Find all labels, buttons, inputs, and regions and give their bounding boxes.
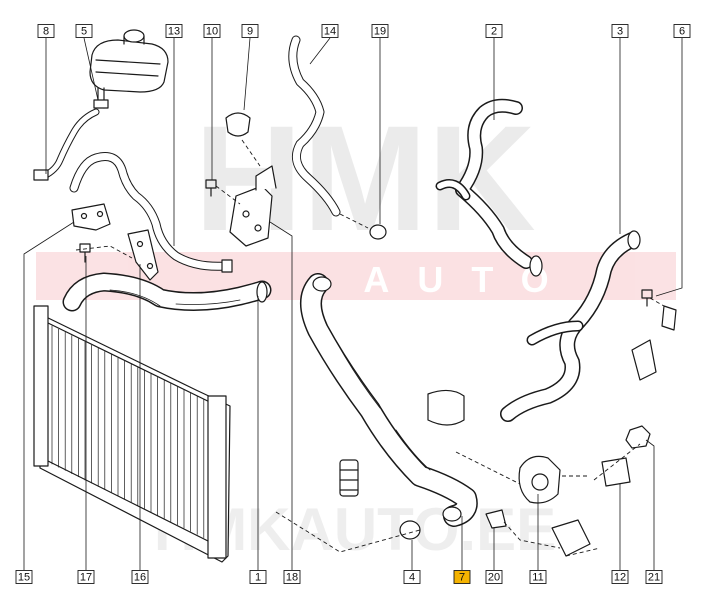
bracket-18 [229,165,277,247]
callout-label-11: 11 [532,572,543,584]
callout-box-16 [131,570,149,584]
callout-label-14: 14 [324,26,336,38]
clip-9 [225,112,251,137]
callout-box-4 [403,570,421,584]
callout-label-3: 3 [617,26,623,38]
bolt-6 [641,289,653,307]
callout-box-14 [321,24,339,38]
callout-label-5: 5 [81,26,87,38]
callout-label-9: 9 [247,26,253,38]
callout-label-8: 8 [43,26,49,38]
bolt-10 [205,179,217,197]
callout-box-3 [611,24,629,38]
bracket-lower [551,519,591,557]
hose-upper-radiator [62,272,272,312]
callout-box-10 [203,24,221,38]
callout-label-16: 16 [134,572,146,584]
hose-lower-7 [300,273,478,527]
bolt-17 [79,243,91,263]
callout-box-19 [371,24,389,38]
hose-clamp [33,169,49,181]
callout-box-18 [283,570,301,584]
callout-label-12: 12 [614,572,626,584]
callout-label-4: 4 [409,572,415,584]
clip-20 [485,509,507,529]
callout-box-15 [15,570,33,584]
callout-box-13 [165,24,183,38]
expansion-tank [89,29,169,109]
callout-label-19: 19 [374,26,386,38]
assembly-lines [75,139,665,557]
hose-3 [500,230,641,422]
hose-2 [435,98,543,277]
callout-label-6: 6 [679,26,685,38]
bracket-left [71,203,111,231]
electric-water-pump [518,455,561,504]
callout-label-2: 2 [491,26,497,38]
bracket-6 [631,305,677,381]
callout-box-2 [485,24,503,38]
nut-21 [625,425,651,449]
callout-box-8 [37,24,55,38]
bracket-16 [127,229,159,281]
hose-heater-return [69,152,233,273]
callout-box-11 [529,570,547,584]
callout-box-7 [453,570,471,584]
callout-label-21: 21 [648,572,660,584]
leader-lines [23,37,683,570]
watermark-brand-sub: AUTO [363,259,576,300]
callout-box-9 [241,24,259,38]
callout-box-21 [645,570,663,584]
callout-box-17 [77,570,95,584]
callout-label-1: 1 [255,572,261,584]
callout-box-12 [611,570,629,584]
pump-cap [427,389,465,426]
callout-boxes: 8 5 13 10 9 14 19 2 3 6 15 17 16 1 18 4 7 20 11 12 21 [15,24,691,584]
callout-label-17: 17 [80,572,92,584]
callout-box-6 [673,24,691,38]
callout-label-7: 7 [459,572,465,584]
callout-label-20: 20 [488,572,500,584]
bracket-12 [601,457,631,487]
callout-label-10: 10 [206,26,218,38]
callout-label-13: 13 [168,26,180,38]
clamp-19 [369,224,387,240]
callout-box-20 [485,570,503,584]
hose-14 [288,35,341,217]
callout-label-18: 18 [286,572,298,584]
callout-box-1 [249,570,267,584]
clamp-4 [399,520,421,540]
radiator [33,305,231,563]
callout-box-5 [75,24,93,38]
callout-label-15: 15 [18,572,30,584]
stud-assembly [339,459,359,497]
